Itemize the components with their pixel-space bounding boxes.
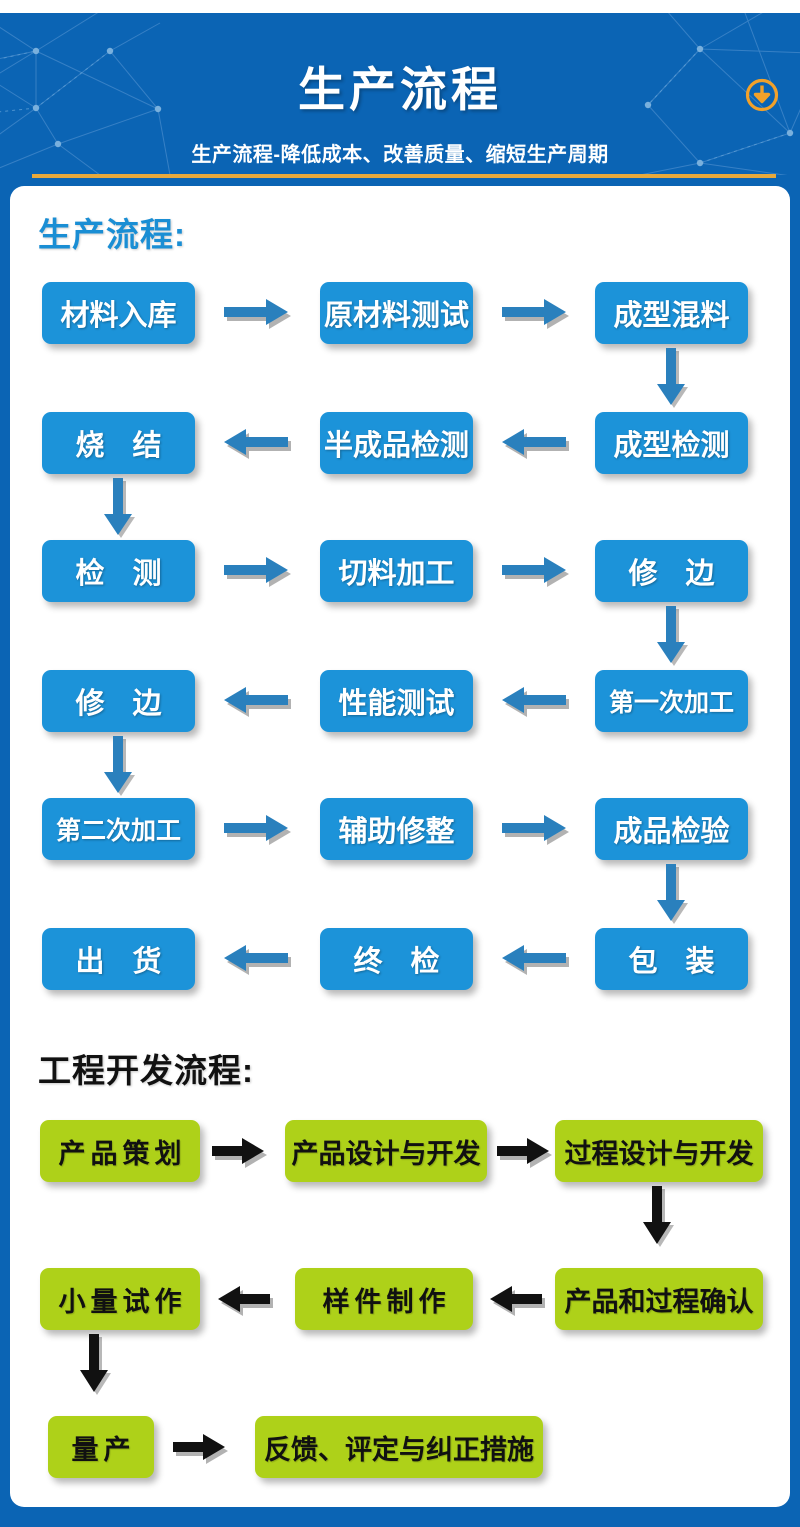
arrow-green-down-2 (78, 1334, 112, 1398)
node-small-batch-trial[interactable]: 小量试作 (40, 1268, 200, 1330)
node-raw-material-test[interactable]: 原材料测试 (320, 282, 473, 344)
node-auxiliary-trim[interactable]: 辅助修整 (320, 798, 473, 860)
arrow-green-right-3 (173, 1432, 239, 1464)
arrow-left-2 (224, 428, 300, 460)
arrow-left-4 (224, 686, 300, 718)
node-semi-finished-inspection[interactable]: 半成品检测 (320, 412, 473, 474)
arrow-green-right-2 (497, 1136, 563, 1168)
arrow-right-1 (224, 298, 300, 330)
download-circle-icon[interactable] (745, 78, 779, 112)
node-product-planning[interactable]: 产品策划 (40, 1120, 200, 1182)
arrow-green-right-1 (212, 1136, 278, 1168)
node-product-design-development[interactable]: 产品设计与开发 (285, 1120, 487, 1182)
node-first-processing[interactable]: 第一次加工 (595, 670, 748, 732)
node-performance-test[interactable]: 性能测试 (320, 670, 473, 732)
header-divider-rule (32, 174, 776, 178)
node-inspection[interactable]: 检 测 (42, 540, 195, 602)
arrow-down-4 (102, 736, 136, 798)
node-forming-mixing[interactable]: 成型混料 (595, 282, 748, 344)
node-second-processing[interactable]: 第二次加工 (42, 798, 195, 860)
node-sintering[interactable]: 烧 结 (42, 412, 195, 474)
content-card: 生产流程: 材料入库 原材料测试 成型混料 (10, 186, 790, 1507)
node-trimming-1[interactable]: 修 边 (595, 540, 748, 602)
arrow-down-2 (102, 478, 136, 540)
page-title: 生产流程 (298, 63, 502, 116)
node-shipping[interactable]: 出 货 (42, 928, 195, 990)
arrow-right-5 (224, 814, 300, 846)
arrow-down-5 (655, 864, 689, 926)
node-mass-production[interactable]: 量产 (48, 1416, 154, 1478)
node-feedback-assessment-corrective[interactable]: 反馈、评定与纠正措施 (255, 1416, 543, 1478)
section-title-production: 生产流程: (38, 216, 186, 253)
arrow-left-5 (502, 944, 578, 976)
arrow-left-3 (502, 686, 578, 718)
arrow-left-1 (502, 428, 578, 460)
arrow-down-1 (655, 348, 689, 410)
page-subtitle: 生产流程-降低成本、改善质量、缩短生产周期 (191, 144, 609, 166)
arrow-left-6 (224, 944, 300, 976)
node-material-inbound[interactable]: 材料入库 (42, 282, 195, 344)
node-packaging[interactable]: 包 装 (595, 928, 748, 990)
network-pattern-decoration (0, 13, 800, 175)
arrow-green-down-1 (641, 1186, 675, 1250)
node-forming-inspection[interactable]: 成型检测 (595, 412, 748, 474)
node-cutting-processing[interactable]: 切料加工 (320, 540, 473, 602)
node-process-design-development[interactable]: 过程设计与开发 (555, 1120, 763, 1182)
node-product-process-validation[interactable]: 产品和过程确认 (555, 1268, 763, 1330)
arrow-right-2 (502, 298, 578, 330)
arrow-right-4 (502, 556, 578, 588)
arrow-down-3 (655, 606, 689, 668)
section-title-engineering: 工程开发流程: (38, 1052, 254, 1089)
node-finished-product-inspection[interactable]: 成品检验 (595, 798, 748, 860)
node-trimming-2[interactable]: 修 边 (42, 670, 195, 732)
arrow-green-left-2 (218, 1284, 284, 1316)
node-final-inspection[interactable]: 终 检 (320, 928, 473, 990)
arrow-green-left-1 (490, 1284, 556, 1316)
arrow-right-3 (224, 556, 300, 588)
node-sample-production[interactable]: 样件制作 (295, 1268, 473, 1330)
arrow-right-6 (502, 814, 578, 846)
page-header: 生产流程 生产流程-降低成本、改善质量、缩短生产周期 (0, 13, 800, 175)
